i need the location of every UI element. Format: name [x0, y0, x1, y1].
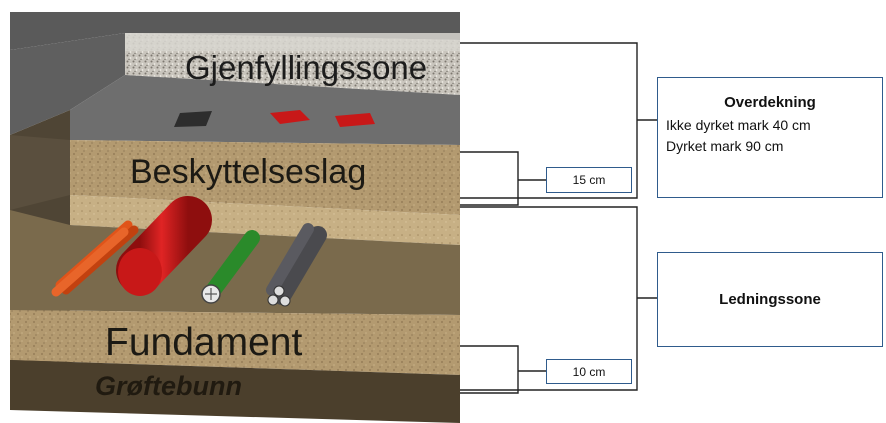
foundation-layer [10, 310, 460, 375]
label-beskyttelseslag: Beskyttelseslag [130, 153, 366, 191]
warning-plate-1 [270, 110, 310, 124]
green-cable [201, 230, 260, 304]
label-gjenfyllingssone: Gjenfyllingssone [185, 49, 427, 86]
protection-thickness-text: 15 cm [572, 173, 606, 187]
orange-pipe-bundle [51, 220, 139, 297]
warning-net [174, 111, 212, 127]
overdekning-box: Overdekning Ikke dyrket mark 40 cm Dyrke… [657, 77, 883, 198]
foundation-thickness-text: 10 cm [572, 364, 606, 379]
red-pipe [116, 196, 212, 296]
ledningssone-box: Ledningssone [657, 252, 883, 347]
brackets [460, 42, 657, 394]
trench-left-wall [10, 33, 125, 135]
top-surface [10, 12, 460, 50]
foundation-thickness-box: 10 cm [546, 359, 632, 384]
overdekning-line-1: Ikke dyrket mark 40 cm [666, 117, 811, 133]
grey-ledge [70, 75, 460, 145]
label-groftebunn: Grøftebunn [95, 371, 242, 401]
warning-plate-2 [335, 113, 375, 127]
dark-cable-bundle [266, 223, 327, 307]
protection-thickness-box: 15 cm [546, 167, 632, 193]
overdekning-line-2: Dyrket mark 90 cm [666, 138, 784, 154]
protection-layer [70, 140, 460, 215]
upper-shelf [10, 135, 70, 210]
label-fundament: Fundament [105, 321, 302, 364]
ledningssone-label: Ledningssone [719, 291, 821, 308]
trench-bottom [10, 360, 460, 423]
overdekning-title: Overdekning [724, 94, 816, 111]
